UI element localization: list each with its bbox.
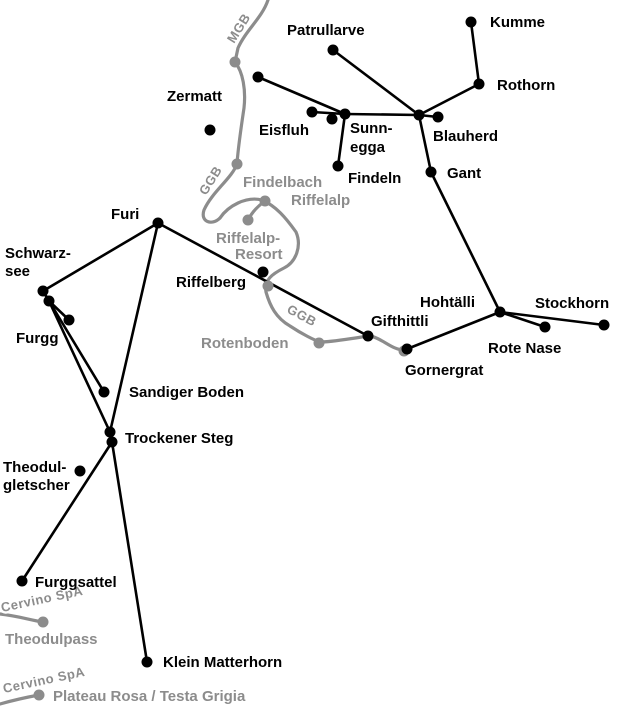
klein-matterhorn-station-dot[interactable] — [141, 656, 153, 668]
eisfluh-sunnegga-line — [310, 110, 347, 116]
zermatt-sunnegga-station-dot[interactable] — [252, 71, 264, 83]
klein-matterhorn-label: Klein Matterhorn — [163, 654, 282, 671]
hohtaelli-rote-nase-line — [498, 310, 547, 329]
blauherd-gant-line — [417, 113, 433, 174]
theodulpass-label: Theodulpass — [5, 631, 98, 648]
theodulgletscher-label-line1: Theodul- — [3, 459, 66, 476]
eisfluh-junction-dot[interactable] — [326, 113, 338, 125]
rothorn-label: Rothorn — [497, 77, 555, 94]
ggb-railway-line — [218, 197, 406, 352]
station-labels: Zermatt Patrullarve Kumme Rothorn Eisflu… — [3, 14, 609, 705]
gornergrat-label: Gornergrat — [405, 362, 483, 379]
gifthittli-label: Gifthittli — [371, 313, 428, 330]
riffelberg-station-dot[interactable] — [257, 266, 269, 278]
schwarzsee-station-dot[interactable] — [37, 285, 49, 297]
furgg-station-dot[interactable] — [63, 314, 75, 326]
rote-nase-label: Rote Nase — [488, 340, 561, 357]
mgb-railway-line — [201, 0, 270, 224]
hohtaelli-stockhorn-line — [498, 310, 606, 327]
cervino-upper-line — [0, 612, 45, 624]
furggsattel-label: Furggsattel — [35, 574, 117, 591]
blauherd-label: Blauherd — [433, 128, 498, 145]
rothorn-station-dot[interactable] — [473, 78, 485, 90]
gifthittli-station-dot[interactable] — [362, 330, 374, 342]
eisfluh-station-dot[interactable] — [306, 106, 318, 118]
findeln-label: Findeln — [348, 170, 401, 187]
sunnegga-label-line1: Sunn- — [350, 120, 393, 137]
railway-name-labels: MGB GGB GGB Cervino SpA Cervino SpA — [0, 8, 322, 698]
patrullarve-station-dot[interactable] — [327, 44, 339, 56]
sunnegga-findeln-line — [336, 112, 347, 168]
ggb-upper-line-label: GGB — [196, 163, 225, 197]
patrullarve-label: Patrullarve — [287, 22, 365, 39]
theodulgletscher-station-dot[interactable] — [74, 465, 86, 477]
ggb-zermatt-station-dot[interactable] — [231, 158, 243, 170]
stockhorn-label: Stockhorn — [535, 295, 609, 312]
sunnegga-blauherd-line — [343, 112, 421, 117]
furgg-trockener-steg-line — [47, 299, 112, 434]
schwarzsee-label-line1: Schwarz- — [5, 245, 71, 262]
theodulgletscher-label-line2: gletscher — [3, 477, 70, 494]
kumme-rothorn-line — [469, 20, 481, 86]
furggsattel-station-dot[interactable] — [16, 575, 28, 587]
kumme-label: Kumme — [490, 14, 545, 31]
gant-station-dot[interactable] — [425, 166, 437, 178]
theodulpass-station-dot[interactable] — [37, 616, 49, 628]
rote-nase-station-dot[interactable] — [539, 321, 551, 333]
schwarzsee-label-line2: see — [5, 263, 30, 280]
hohtaelli-gornergrat-line — [405, 310, 502, 351]
furi-trockener-steg-line — [108, 221, 160, 434]
zermatt-label: Zermatt — [167, 88, 222, 105]
riffelalp-resort-label-line1: Riffelalp- — [216, 230, 280, 247]
riffelalp-resort-station-dot[interactable] — [262, 280, 274, 292]
blauherd-rothorn-line — [417, 82, 481, 117]
patrullarve-blauherd-line — [331, 48, 421, 117]
hohtaelli-station-dot[interactable] — [494, 306, 506, 318]
blauherd-spur-dot[interactable] — [432, 111, 444, 123]
trockener-steg-station-dot[interactable] — [104, 426, 116, 438]
zermatt-sunnegga-line — [256, 75, 347, 116]
blauherd-station-dot[interactable] — [413, 109, 425, 121]
findeln-station-dot[interactable] — [332, 160, 344, 172]
gant-hohtaelli-line — [429, 170, 502, 314]
furi-riffelberg-line — [156, 221, 370, 338]
lifts — [20, 20, 606, 664]
sandiger-boden-label: Sandiger Boden — [129, 384, 244, 401]
rotenboden-station-dot[interactable] — [313, 337, 325, 349]
sandiger-boden-station-dot[interactable] — [98, 386, 110, 398]
sunnegga-label-line2: egga — [350, 139, 386, 156]
riffelalp-resort-label-line2: Resort — [235, 246, 283, 263]
eisfluh-label: Eisfluh — [259, 122, 309, 139]
riffelberg-label: Riffelberg — [176, 274, 246, 291]
plateau-rosa-station-dot[interactable] — [33, 689, 45, 701]
zermatt-matterhorn-station-dot[interactable] — [204, 124, 216, 136]
trockener-steg-klein-matterhorn-line — [110, 440, 149, 664]
gornergrat-station-dot[interactable] — [401, 343, 413, 355]
furi-station-dot[interactable] — [152, 217, 164, 229]
gant-label: Gant — [447, 165, 481, 182]
trockener-steg-furggsattel-line — [20, 440, 114, 583]
mgb-zermatt-station-dot[interactable] — [229, 56, 241, 68]
furi-schwarzsee-line — [41, 221, 160, 293]
furgg-label: Furgg — [16, 330, 59, 347]
trockener-steg-label: Trockener Steg — [125, 430, 233, 447]
trockener-steg-lower-dot[interactable] — [106, 436, 118, 448]
riffelalp-station-dot[interactable] — [242, 214, 254, 226]
plateau-rosa-label: Plateau Rosa / Testa Grigia — [53, 688, 246, 705]
stockhorn-station-dot[interactable] — [598, 319, 610, 331]
rotenboden-label: Rotenboden — [201, 335, 289, 352]
findelbach-label: Findelbach — [243, 174, 322, 191]
cervino-lower-line — [0, 693, 41, 706]
station-markers — [16, 16, 610, 701]
furi-label: Furi — [111, 206, 139, 223]
zermatt-furi-inner — [156, 128, 212, 225]
furgg-upper-dot[interactable] — [43, 295, 55, 307]
hohtaelli-label: Hohtälli — [420, 294, 475, 311]
kumme-station-dot[interactable] — [465, 16, 477, 28]
findelbach-station-dot[interactable] — [259, 195, 271, 207]
sunnegga-station-dot[interactable] — [339, 108, 351, 120]
riffelalp-label: Riffelalp — [291, 192, 350, 209]
